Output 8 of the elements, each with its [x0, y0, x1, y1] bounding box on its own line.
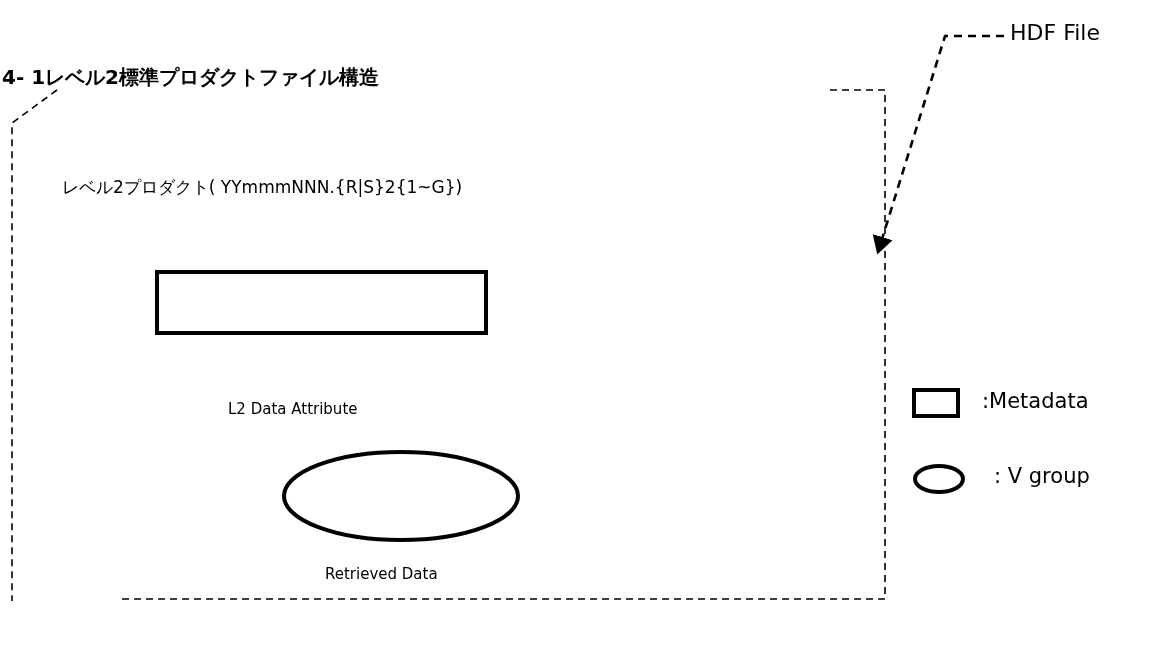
caption-text: Retrieved Data [325, 565, 438, 583]
leader-arrow [872, 34, 1004, 255]
product-heading: レベル2プロダクト( YYmmmNNN.{R|S}2{1~G}) [62, 176, 463, 199]
diagram-title: 4- 1レベル2標準プロダクトファイル構造 [2, 64, 379, 91]
legend-text: : V group [994, 464, 1090, 488]
data-label: L2 Data Attribute [228, 400, 358, 418]
legend-text: :Metadata [982, 389, 1089, 413]
file-label: HDF File [1010, 20, 1101, 45]
